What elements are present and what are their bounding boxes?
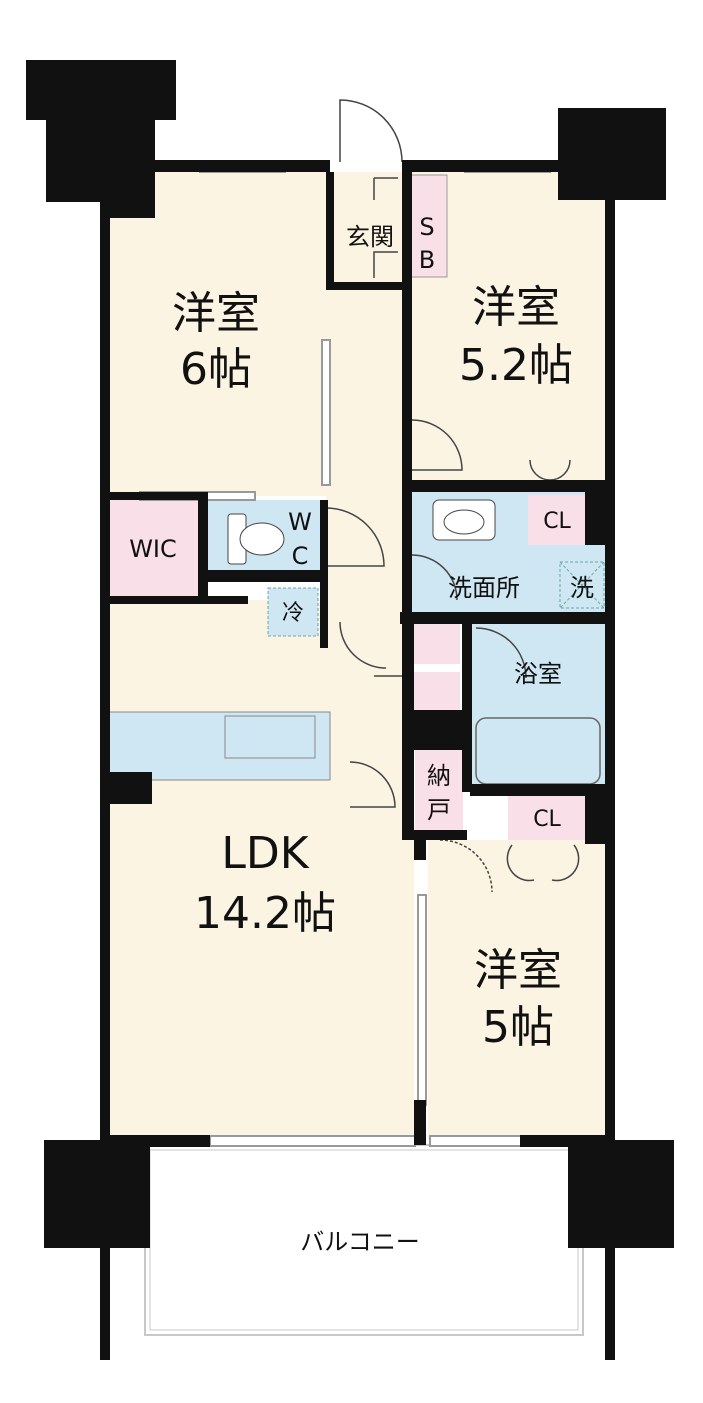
washer-label: 洗 [570,574,594,602]
room-western-5-2-name: 洋室 [472,282,560,333]
storage-label-1: 納 [427,762,451,790]
fridge-space [267,587,319,637]
washer-space [559,561,605,609]
room-western-5-2-size: 5.2帖 [459,340,573,391]
room-ldk-size: 14.2帖 [194,888,336,939]
bathtub [475,717,601,785]
room-western-5 [428,840,610,1140]
room-western-5-size: 5帖 [482,1002,554,1053]
room-wic [108,500,198,596]
storage-room [415,750,463,832]
shoe-box-label-b: B [419,246,435,274]
closet-upper [528,495,586,545]
room-western-5-name: 洋室 [474,945,562,996]
walls [26,60,674,1360]
balcony-label: バルコニー [300,1228,420,1256]
toilet-icon [227,513,285,565]
wc-label-c: C [292,542,309,570]
fridge-label: 冷 [282,601,304,626]
storage-box-2 [412,672,460,710]
bath-label: 浴室 [514,660,562,688]
room-ldk-name: LDK [221,828,309,879]
room-western-6 [108,168,326,496]
door-swings [325,99,580,893]
room-ldk [108,600,414,1140]
room-western-6-size: 6帖 [180,344,252,395]
balcony [144,1144,584,1336]
shoe-box [406,174,448,278]
closet-lower [508,795,586,840]
room-western-6-name: 洋室 [172,288,260,339]
closet-upper-label: CL [543,509,571,534]
hallway [326,280,404,620]
shoe-box-label-s: S [419,213,434,241]
washroom-label: 洗面所 [448,574,520,602]
closet-lower-label: CL [533,807,561,832]
wc-label-w: W [288,508,312,536]
entrance-area [333,172,405,282]
entrance-label: 玄関 [346,223,394,251]
kitchen-counter [107,711,331,781]
storage-box-1 [412,622,460,664]
wic-label: WIC [129,535,177,563]
washbasin-icon [432,499,496,541]
storage-label-2: 戸 [427,796,451,824]
